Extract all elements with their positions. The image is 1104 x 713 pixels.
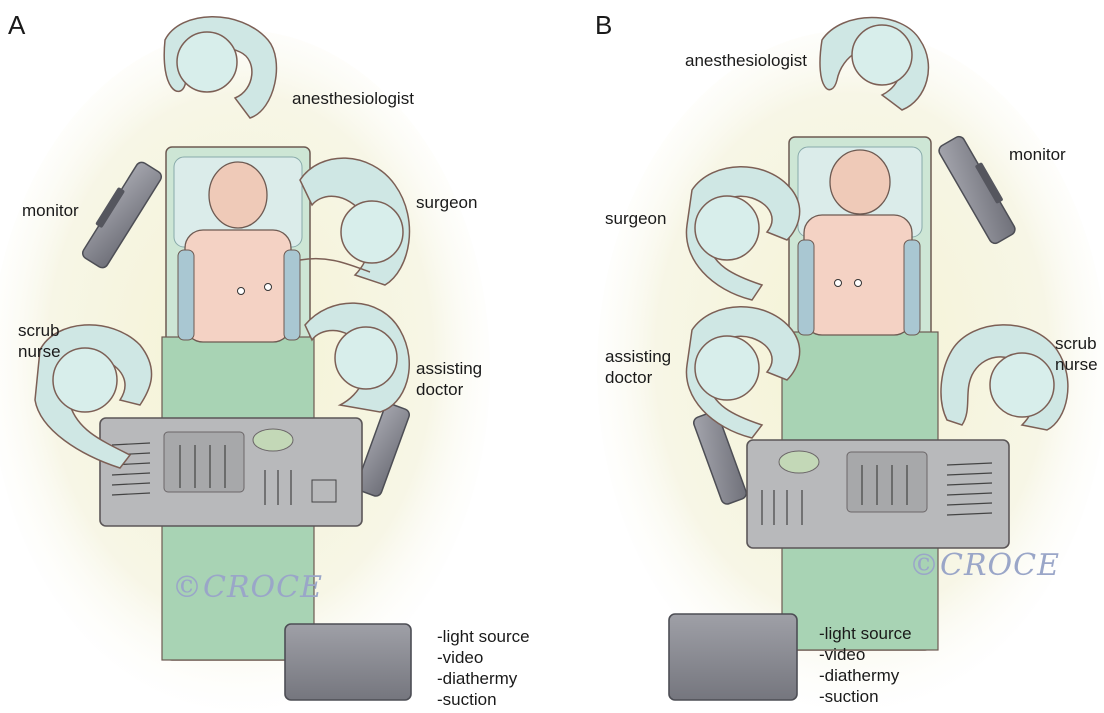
instrument-tray	[747, 440, 1009, 548]
equipment-list-label: -light source -video -diathermy -suction	[819, 623, 912, 707]
monitor-label: monitor	[22, 200, 79, 221]
artist-signature: ©CROCE	[909, 548, 1060, 583]
artist-signature: ©CROCE	[172, 570, 323, 605]
equipment-cart	[669, 614, 797, 700]
panel-b: B anesthesiologist monitor surgeon scrub…	[552, 0, 1104, 713]
panel-letter: A	[8, 10, 25, 41]
panel-a: A anesthesiologist monitor surgeon scrub…	[0, 0, 552, 713]
anesthesiologist-label: anesthesiologist	[685, 50, 807, 71]
instrument-tray	[100, 418, 362, 526]
or-layout-illustration-a	[0, 0, 552, 713]
surgeon-label: surgeon	[605, 208, 666, 229]
assisting-doctor-label: assisting doctor	[416, 358, 482, 400]
surgeon-label: surgeon	[416, 192, 477, 213]
anesthesiologist-label: anesthesiologist	[292, 88, 414, 109]
assisting-doctor-label: assisting doctor	[605, 346, 671, 388]
equipment-cart	[285, 624, 411, 700]
equipment-list-label: -light source -video -diathermy -suction	[437, 626, 530, 710]
scrub-nurse-label: scrub nurse	[1055, 333, 1098, 375]
panel-letter: B	[595, 10, 612, 41]
scrub-nurse-label: scrub nurse	[18, 320, 61, 362]
monitor-label: monitor	[1009, 144, 1066, 165]
